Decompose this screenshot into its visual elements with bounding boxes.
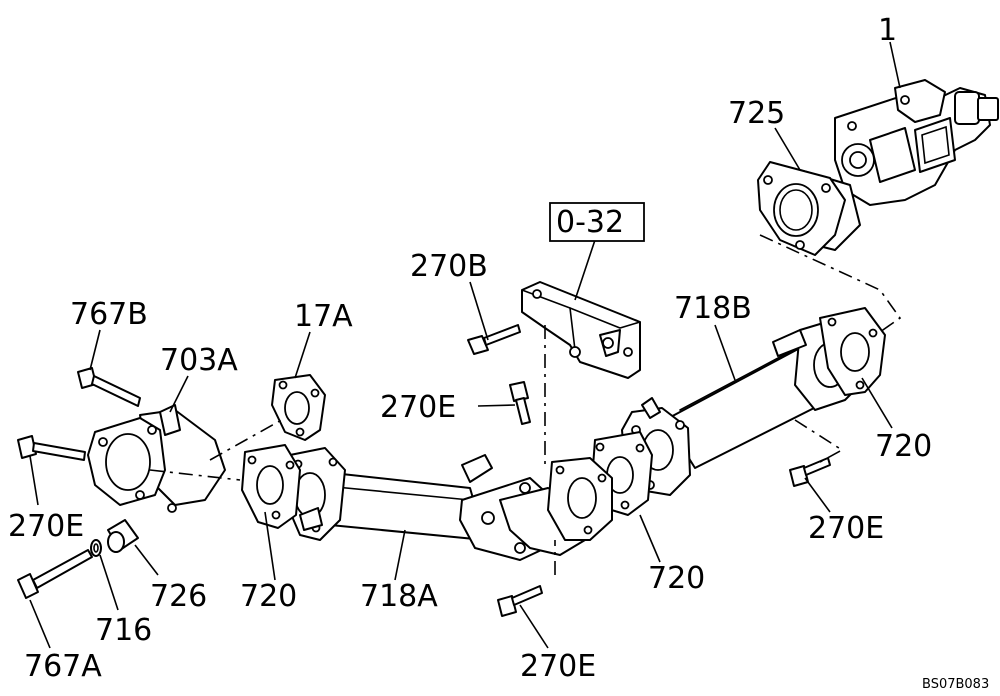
label-part-270e-mid: 270E [380,390,456,425]
egr-adapter-flange [757,161,861,256]
label-part-270e-right: 270E [808,511,884,546]
bolt-767b [77,367,141,407]
spacer-726 [107,519,139,553]
gasket-17a [271,374,326,441]
label-part-1: 1 [878,13,897,48]
label-part-270e-bottom: 270E [520,649,596,684]
egr-valve-assembly [834,79,999,206]
bolt-270e-mid [509,381,531,425]
label-part-270e-left: 270E [8,509,84,544]
label-part-716: 716 [95,613,152,648]
leader-lines [29,41,901,649]
label-part-720-left: 720 [240,579,297,614]
label-part-767a: 767A [24,649,102,684]
gasket-720-left [241,444,301,529]
bolt-270e-bottom [497,585,543,617]
washer-716 [90,539,102,557]
assembly-center-lines [149,234,902,575]
bolt-270e-right [789,457,831,487]
label-part-718b: 718B [674,291,752,326]
label-part-726: 726 [150,579,207,614]
part-labels: 1 725 0-32 270B 718B 767B 17A 703A 270E … [8,13,932,684]
drawing-code: BS07B083 [922,677,989,692]
label-part-725: 725 [728,96,785,131]
label-part-270b: 270B [410,249,488,284]
reference-box [549,202,645,242]
bolt-270b [467,324,521,355]
gasket-720-right [819,307,886,396]
flange-adapter-703a [87,404,226,513]
label-part-703a: 703A [160,343,238,378]
label-part-720-center: 720 [648,561,705,596]
label-part-17a: 17A [294,299,353,334]
egr-pipe-718a [284,447,613,561]
bolt-270e-left [17,435,86,461]
mounting-bracket [521,281,641,379]
label-part-720-right: 720 [875,429,932,464]
label-part-718a: 718A [360,579,438,614]
label-part-0-32: 0-32 [556,205,624,240]
label-part-767b: 767B [70,297,148,332]
bolt-767a [17,549,93,599]
